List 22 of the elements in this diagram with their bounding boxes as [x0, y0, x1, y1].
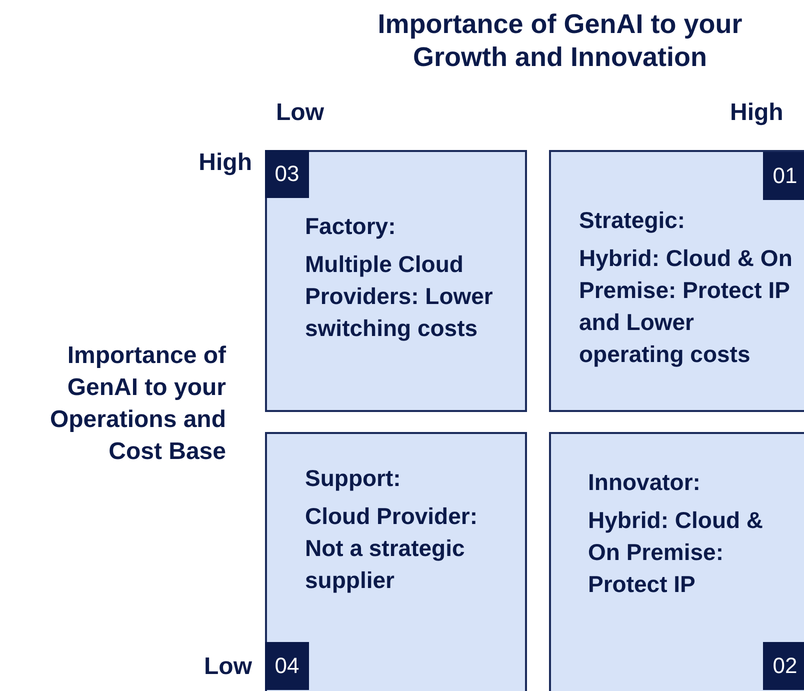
number-badge: 02 [763, 642, 804, 690]
axis-title: Importance of GenAI to your Operations and Cost Base [48, 341, 226, 467]
axis-level-label: Low [276, 98, 325, 128]
quadrant-box [265, 432, 527, 691]
axis-level-label: High [730, 98, 784, 128]
number-badge: 04 [265, 642, 309, 690]
quadrant-heading: Strategic: [579, 206, 686, 235]
axis-level-label: High [198, 148, 252, 178]
quadrant-heading: Factory: [305, 212, 397, 241]
number-badge: 03 [265, 150, 309, 198]
quadrant-description: Hybrid: Cloud & On Premise: Protect IP and Lower operating costs [579, 244, 794, 369]
quadrant-box [549, 432, 804, 691]
quadrant-heading: Innovator: [588, 468, 702, 497]
quadrant-description: Hybrid: Cloud & On Premise: Protect IP [588, 506, 764, 599]
quadrant-box [265, 150, 527, 412]
quadrant-box [549, 150, 804, 412]
number-badge: 01 [763, 152, 804, 200]
axis-level-label: Low [203, 652, 252, 682]
quadrant-heading: Support: [305, 464, 402, 493]
axis-title: Importance of GenAI to your Growth and Innovation [376, 8, 744, 74]
quadrant-description: Multiple Cloud Providers: Lower switching costs [305, 250, 494, 343]
quadrant-description: Cloud Provider: Not a strategic supplier [305, 502, 479, 595]
